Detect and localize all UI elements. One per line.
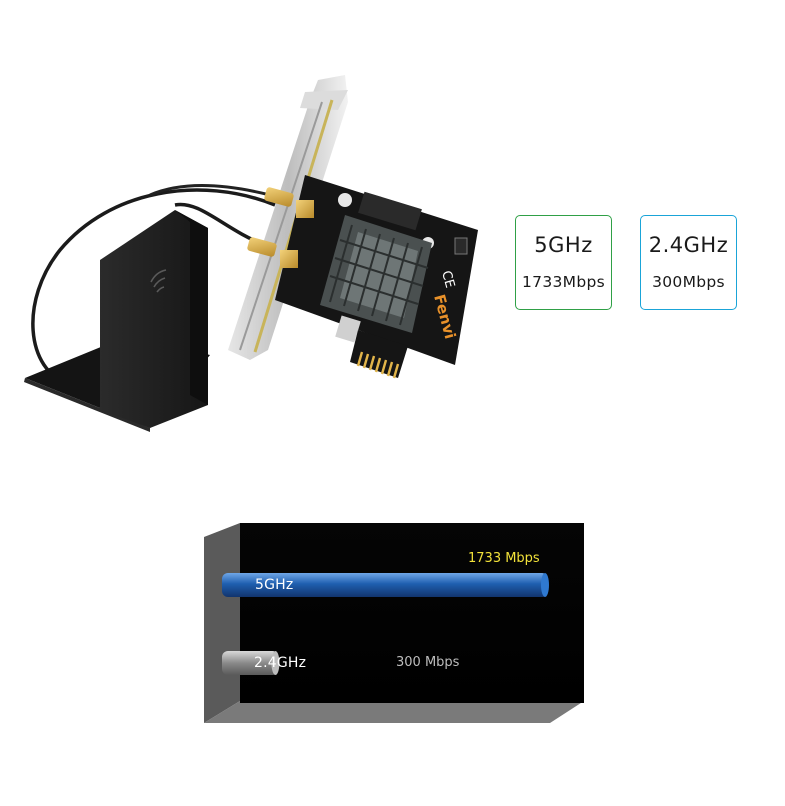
bar-2-4ghz <box>222 651 279 675</box>
speed-chart <box>204 523 584 723</box>
pcie-gold-fingers <box>356 351 400 379</box>
spec-card-5ghz: 5GHz 1733Mbps <box>515 215 612 310</box>
spec-rate: 300Mbps <box>652 273 725 291</box>
antenna-connector <box>247 187 314 268</box>
bar-value-label: 300 Mbps <box>396 655 460 670</box>
spec-band: 2.4GHz <box>648 233 729 257</box>
panel-side <box>204 523 240 723</box>
bar-end-cap <box>271 651 280 675</box>
bar-category-label: 5GHz <box>255 577 294 593</box>
spec-card-2-4ghz: 2.4GHz 300Mbps <box>640 215 737 310</box>
wifi-icon <box>150 269 167 293</box>
bar-end-cap <box>541 573 549 597</box>
panel-front <box>240 523 584 703</box>
wifi-card-illustration: CE Fenvi <box>24 75 478 432</box>
ce-mark: CE <box>438 269 457 290</box>
antenna-stand <box>100 210 208 428</box>
bar-5ghz <box>222 573 548 597</box>
antenna-cable <box>31 188 276 387</box>
bar-value-label: 1733 Mbps <box>468 551 540 566</box>
bar-category-label: 2.4GHz <box>254 655 307 671</box>
product-image: CE Fenvi <box>0 0 500 440</box>
spec-band: 5GHz <box>534 233 593 257</box>
spec-rate: 1733Mbps <box>522 273 605 291</box>
speed-comparison-panel <box>204 523 584 731</box>
